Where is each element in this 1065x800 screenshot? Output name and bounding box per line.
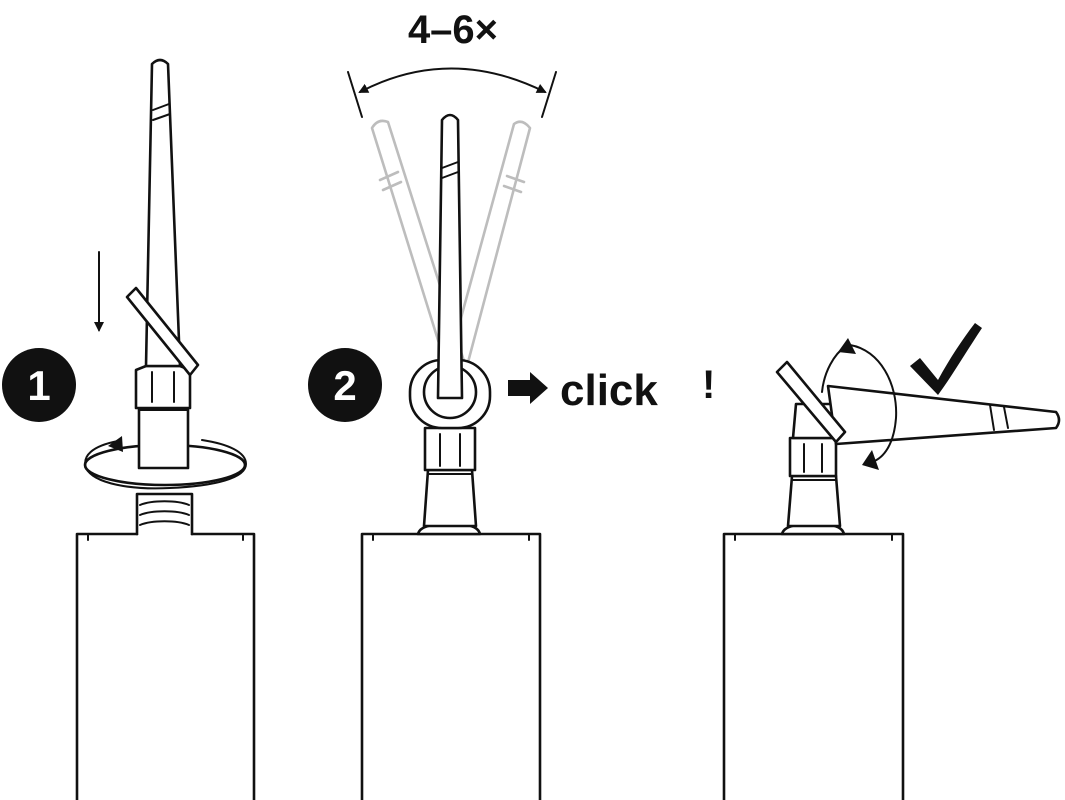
click-exclaim: !: [702, 363, 715, 407]
step-2-panel: 4–6× click ! 2: [308, 8, 715, 800]
nozzle-collar-1: [134, 364, 192, 410]
swing-arc: [358, 67, 547, 93]
cartridge-body-2: [360, 532, 542, 800]
cartridge-shoulder-1: [87, 533, 244, 541]
step-1-panel: 1: [2, 58, 256, 800]
nozzle-lower-3: [786, 474, 842, 528]
nozzle-tip-3: [826, 384, 1061, 446]
nozzle-tip-2: [436, 113, 464, 400]
nozzle-collar-3: [788, 436, 838, 478]
ghost-tip-right: [442, 120, 532, 387]
nozzle-fin-1: [125, 286, 200, 377]
nozzle-lower-2: [422, 468, 478, 528]
step-3-panel: [722, 323, 1061, 800]
click-text: click: [560, 366, 658, 415]
cartridge-body-3: [722, 532, 905, 800]
cartridge-thread: [135, 492, 194, 536]
step-1-badge: [2, 348, 76, 422]
twist-arrow-1: [84, 439, 248, 490]
step-1-number: 1: [27, 362, 50, 409]
checkmark-icon: [910, 323, 982, 395]
step-2-number: 2: [333, 362, 356, 409]
nozzle-fin-3: [775, 360, 847, 444]
nozzle-tip-1: [144, 58, 182, 368]
cartridge-body-1: [75, 532, 256, 800]
rotate-arrow-3: [849, 344, 898, 463]
step-2-badge: [308, 348, 382, 422]
repeat-count-label: 4–6×: [408, 8, 498, 52]
nozzle-lower-1: [137, 406, 190, 470]
click-arrow: [508, 372, 548, 404]
nozzle-collar-2: [423, 426, 477, 472]
